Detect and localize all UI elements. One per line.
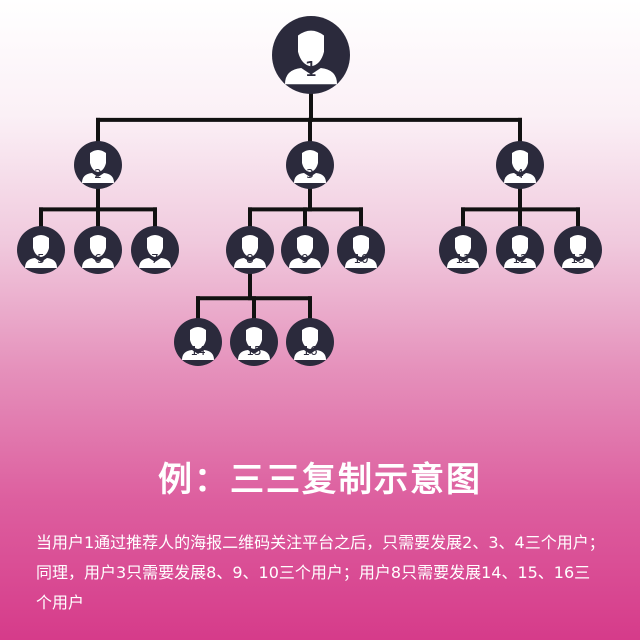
tree-connectors [39,92,580,320]
user-avatar-icon [82,235,114,268]
user-node-5: 5 [17,226,65,274]
user-avatar-icon [139,235,171,268]
user-avatar-icon [504,150,536,183]
user-node-14: 14 [174,318,222,366]
user-node-label: 8 [246,252,254,266]
user-node-10: 10 [337,226,385,274]
user-node-label: 3 [306,167,314,181]
user-node-13: 13 [554,226,602,274]
user-node-label: 2 [94,167,102,181]
user-avatar-icon [504,235,536,268]
user-avatar-icon [294,150,326,183]
user-avatar-icon [234,235,266,268]
user-node-15: 15 [230,318,278,366]
user-node-9: 9 [281,226,329,274]
user-node-label: 13 [570,252,585,266]
user-avatar-icon [562,235,594,268]
user-node-4: 4 [496,141,544,189]
user-node-2: 2 [74,141,122,189]
user-node-12: 12 [496,226,544,274]
user-avatar-icon [345,235,377,268]
user-node-label: 9 [301,252,309,266]
user-avatar-icon [25,235,57,268]
user-node-16: 16 [286,318,334,366]
user-node-label: 16 [302,344,317,358]
user-node-label: 15 [246,344,261,358]
user-avatar-icon [82,150,114,183]
user-node-11: 11 [439,226,487,274]
user-avatar-icon [285,30,337,85]
user-node-label: 11 [455,252,470,266]
user-avatar-icon [294,327,326,360]
user-node-label: 4 [516,167,524,181]
user-avatar-icon [238,327,270,360]
user-node-6: 6 [74,226,122,274]
diagram-title: 例：三三复制示意图 [158,460,482,500]
user-node-7: 7 [131,226,179,274]
user-avatar-icon [289,235,321,268]
user-avatar-icon [182,327,214,360]
user-node-3: 3 [286,141,334,189]
user-node-label: 12 [512,252,527,266]
user-node-label: 1 [305,57,318,81]
user-node-label: 6 [94,252,102,266]
user-node-1: 1 [272,16,350,94]
user-node-label: 14 [190,344,205,358]
diagram-description: 当用户1通过推荐人的海报二维码关注平台之后，只需要发展2、3、4三个用户；同理，… [36,533,605,612]
user-node-label: 5 [37,252,45,266]
user-node-label: 7 [151,252,159,266]
user-node-8: 8 [226,226,274,274]
user-avatar-icon [447,235,479,268]
user-node-label: 10 [353,252,368,266]
